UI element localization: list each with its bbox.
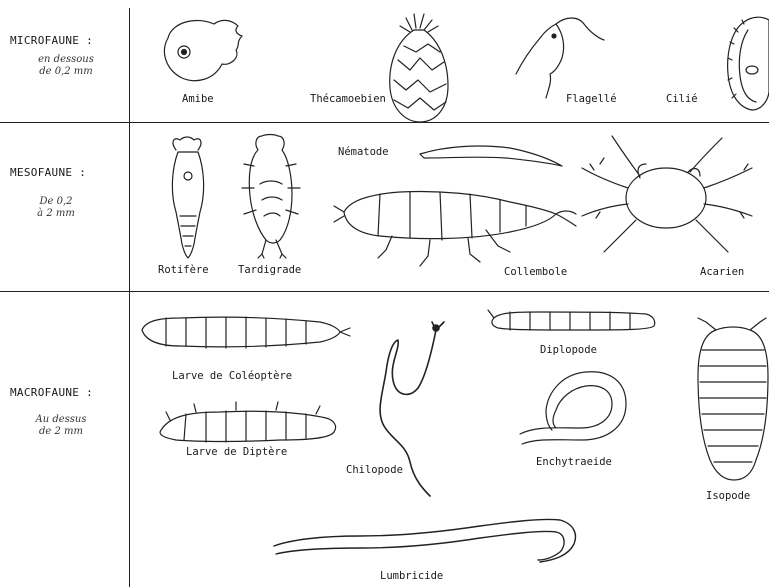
isopode-drawing: [698, 318, 768, 480]
label-lumbricide: Lumbricide: [380, 570, 443, 582]
label-flagelle: Flagellé: [566, 93, 617, 105]
label-larve-coleoptere: Larve de Coléoptère: [172, 370, 292, 382]
label-enchytraeide: Enchytraeide: [536, 456, 612, 468]
size-desc-line-1: De 0,2: [16, 196, 96, 208]
category-mesofaune: MESOFAUNE :: [10, 166, 86, 179]
label-nematode: Nématode: [338, 146, 389, 158]
size-desc-mesofaune: De 0,2 à 2 mm: [16, 196, 96, 220]
label-tardigrade: Tardigrade: [238, 264, 301, 276]
enchytraeide-drawing: [520, 372, 626, 444]
tardigrade-drawing: [242, 135, 300, 259]
label-isopode: Isopode: [706, 490, 750, 502]
acarien-drawing: [582, 136, 752, 252]
label-thecamoebien: Thécamoebien: [310, 93, 386, 105]
label-acarien: Acarien: [700, 266, 744, 278]
size-desc-line-2: à 2 mm: [16, 208, 96, 220]
flagelle-drawing: [516, 18, 604, 98]
amibe-drawing: [164, 20, 242, 80]
label-chilopode: Chilopode: [346, 464, 403, 476]
label-cilie: Cilié: [666, 93, 698, 105]
larve-diptere-drawing: [160, 402, 336, 442]
cilie-drawing: [728, 17, 769, 110]
nematode-drawing: [420, 146, 562, 166]
label-amibe: Amibe: [182, 93, 214, 105]
lumbricide-drawing: [274, 519, 575, 562]
category-macrofaune: MACROFAUNE :: [10, 386, 93, 399]
size-desc-line-1: en dessous: [16, 54, 116, 66]
size-desc-line-1: Au dessus: [16, 414, 106, 426]
rotifere-drawing: [172, 137, 203, 258]
label-collembole: Collembole: [504, 266, 567, 278]
label-diplopode: Diplopode: [540, 344, 597, 356]
label-larve-diptere: Larve de Diptère: [186, 446, 287, 458]
size-desc-macrofaune: Au dessus de 2 mm: [16, 414, 106, 438]
label-rotifere: Rotifère: [158, 264, 209, 276]
diplopode-drawing: [488, 310, 655, 330]
category-microfaune: MICROFAUNE :: [10, 34, 93, 47]
size-desc-microfaune: en dessous de 0,2 mm: [16, 54, 116, 78]
collembole-drawing: [334, 191, 576, 266]
size-desc-line-2: de 2 mm: [16, 426, 106, 438]
thecamoebien-drawing: [390, 14, 448, 122]
larve-coleoptere-drawing: [142, 317, 350, 348]
size-desc-line-2: de 0,2 mm: [16, 66, 116, 78]
